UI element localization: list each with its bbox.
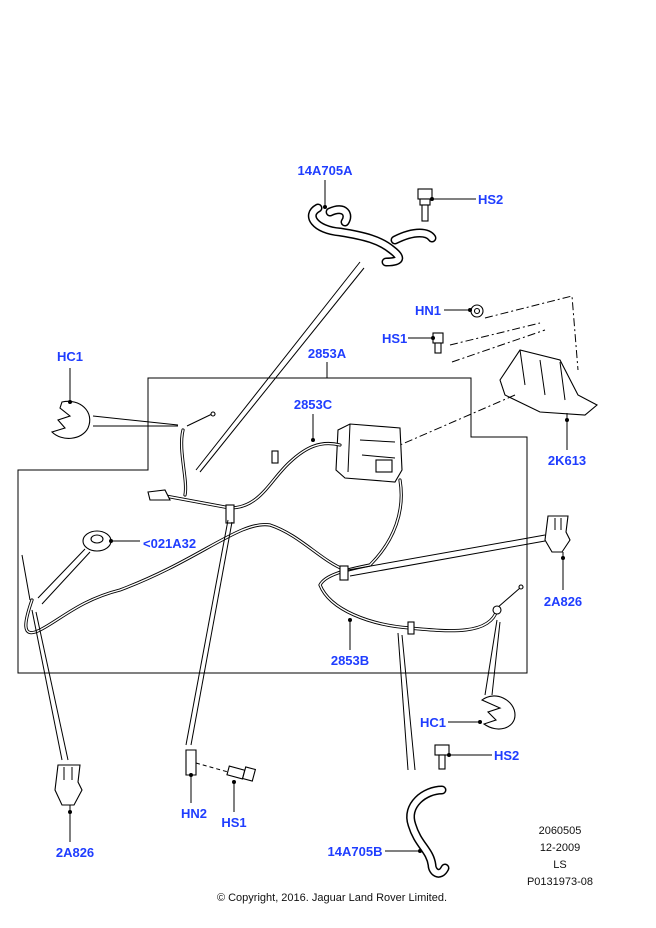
hose-lower-part [385, 632, 450, 878]
callout-14a705b[interactable]: 14A705B [328, 844, 383, 859]
nut-hn1 [444, 304, 484, 318]
callout-2853c[interactable]: 2853C [294, 397, 333, 412]
clip-hc1-left [50, 368, 179, 439]
nut-hn2 [185, 519, 233, 803]
diagram-number: 2060505 [539, 825, 582, 837]
callout-14a705a[interactable]: 14A705A [298, 163, 354, 178]
callout-hs1-lower[interactable]: HS1 [221, 815, 246, 830]
diagram-code: LS [553, 859, 566, 871]
assembly-bracket-frame [17, 377, 528, 674]
bolt-hs1-upper [408, 332, 444, 354]
callout-hn2[interactable]: HN2 [181, 806, 207, 821]
cable-rear-2853b [21, 478, 524, 650]
callout-2853a[interactable]: 2853A [308, 346, 347, 361]
clip-2a826-right [347, 515, 571, 590]
bolt-hs1-lower [226, 765, 257, 812]
clip-hc1-right [448, 619, 516, 730]
callout-hs2-lower[interactable]: HS2 [494, 748, 519, 763]
callout-2k613[interactable]: 2K613 [548, 453, 586, 468]
callout-hs1-upper[interactable]: HS1 [382, 331, 407, 346]
cable-front-2853c [147, 411, 342, 524]
diagram-part-ref: P0131973-08 [527, 876, 593, 888]
callout-hc1-left[interactable]: HC1 [57, 349, 83, 364]
callout-021a32[interactable]: <021A32 [143, 536, 196, 551]
clip-2a826-left [31, 609, 83, 842]
callout-2a826-left[interactable]: 2A826 [56, 845, 94, 860]
brake-actuator [311, 414, 403, 483]
copyright-text: © Copyright, 2016. Jaguar Land Rover Lim… [217, 892, 447, 904]
diagram-date: 12-2009 [540, 842, 580, 854]
grommet-021a32 [37, 530, 140, 605]
callout-hc1-right[interactable]: HC1 [420, 715, 446, 730]
callout-hs2-upper[interactable]: HS2 [478, 192, 503, 207]
callout-2a826-right[interactable]: 2A826 [544, 594, 582, 609]
bolt-hs2-lower [434, 744, 492, 770]
bolt-hs2-upper [417, 188, 476, 222]
bracket-2k613-part [499, 349, 598, 450]
hose-upper-part [307, 180, 437, 267]
callout-hn1[interactable]: HN1 [415, 303, 441, 318]
callout-2853b[interactable]: 2853B [331, 653, 369, 668]
